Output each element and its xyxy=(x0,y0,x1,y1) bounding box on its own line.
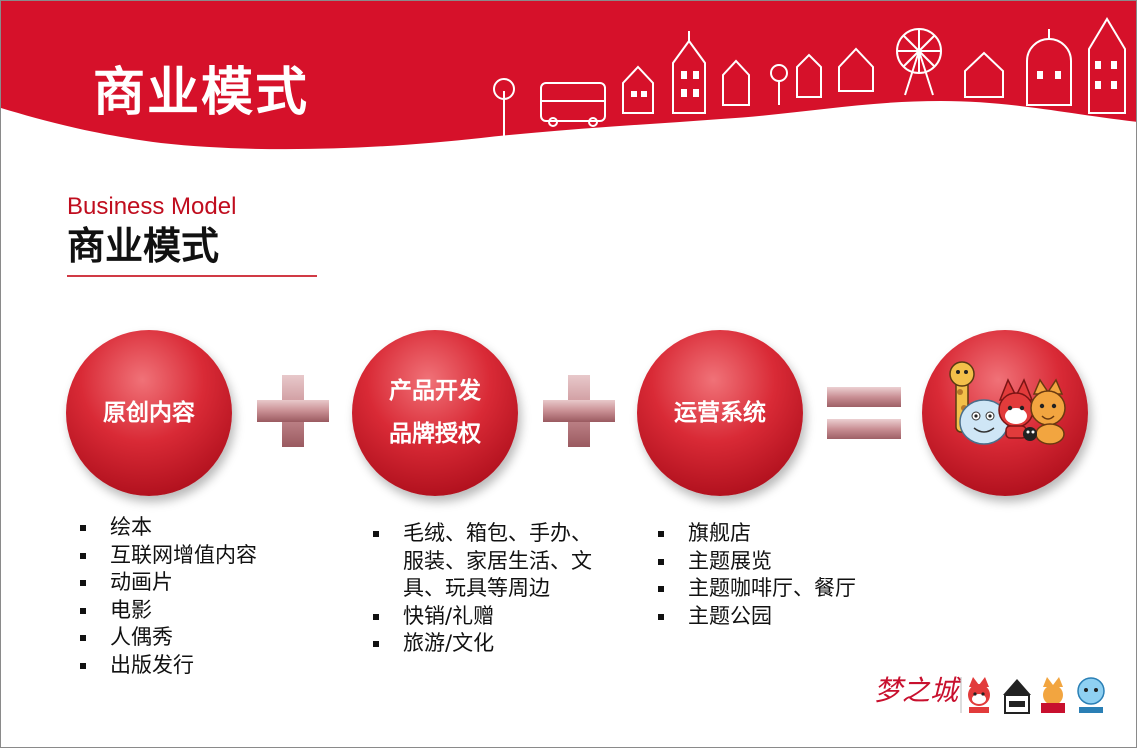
content-list: 绘本 互联网增值内容 动画片 电影 人偶秀 出版发行 xyxy=(78,514,257,679)
list-item: 主题公园 xyxy=(656,603,856,631)
characters-illustration xyxy=(949,361,1066,445)
products-list: 毛绒、箱包、手办、服装、家居生活、文具、玩具等周边 快销/礼赠 旅游/文化 xyxy=(371,520,611,658)
list-item: 毛绒、箱包、手办、服装、家居生活、文具、玩具等周边 xyxy=(371,520,611,603)
black-creature-character xyxy=(1023,427,1037,441)
brand-logo: 梦之城 xyxy=(874,674,959,707)
cat-logo-icon xyxy=(1041,677,1065,713)
list-item: 出版发行 xyxy=(78,652,257,680)
list-item: 快销/礼赠 xyxy=(371,603,611,631)
fox-logo-icon xyxy=(968,677,990,713)
list-item: 绘本 xyxy=(78,514,257,542)
plus-icon xyxy=(543,375,615,447)
blue-character-logo-icon xyxy=(1077,677,1105,713)
black-hat-logo-icon xyxy=(1003,679,1031,714)
equals-icon xyxy=(827,387,901,439)
list-item: 旗舰店 xyxy=(656,520,856,548)
subtitle-chinese: 商业模式 xyxy=(67,224,220,268)
circle-original-content: 原创内容 xyxy=(66,330,232,496)
subtitle-divider xyxy=(67,275,317,277)
circle-label-line1: 产品开发 xyxy=(389,378,481,404)
circle-label: 运营系统 xyxy=(674,399,766,426)
orange-cat-character xyxy=(1030,378,1066,445)
list-item: 电影 xyxy=(78,597,257,625)
red-fox-character xyxy=(998,378,1034,439)
list-item: 动画片 xyxy=(78,569,257,597)
list-item: 旅游/文化 xyxy=(371,630,611,658)
header-banner xyxy=(1,1,1136,150)
subtitle-english: Business Model xyxy=(67,193,237,220)
banner-title: 商业模式 xyxy=(93,63,310,123)
list-item: 互联网增值内容 xyxy=(78,542,257,570)
giraffe-character xyxy=(949,361,975,433)
circle-label-line2: 品牌授权 xyxy=(389,421,481,447)
list-item: 人偶秀 xyxy=(78,624,257,652)
circle-label: 原创内容 xyxy=(103,399,195,426)
circle-characters xyxy=(922,330,1088,496)
list-item: 主题咖啡厅、餐厅 xyxy=(656,575,856,603)
operations-list: 旗舰店 主题展览 主题咖啡厅、餐厅 主题公园 xyxy=(656,520,856,630)
plus-icon xyxy=(257,375,329,447)
partner-logos xyxy=(960,677,1105,714)
circle-product-development: 产品开发 品牌授权 xyxy=(352,330,518,496)
circle-operations: 运营系统 xyxy=(637,330,803,496)
list-item: 主题展览 xyxy=(656,548,856,576)
